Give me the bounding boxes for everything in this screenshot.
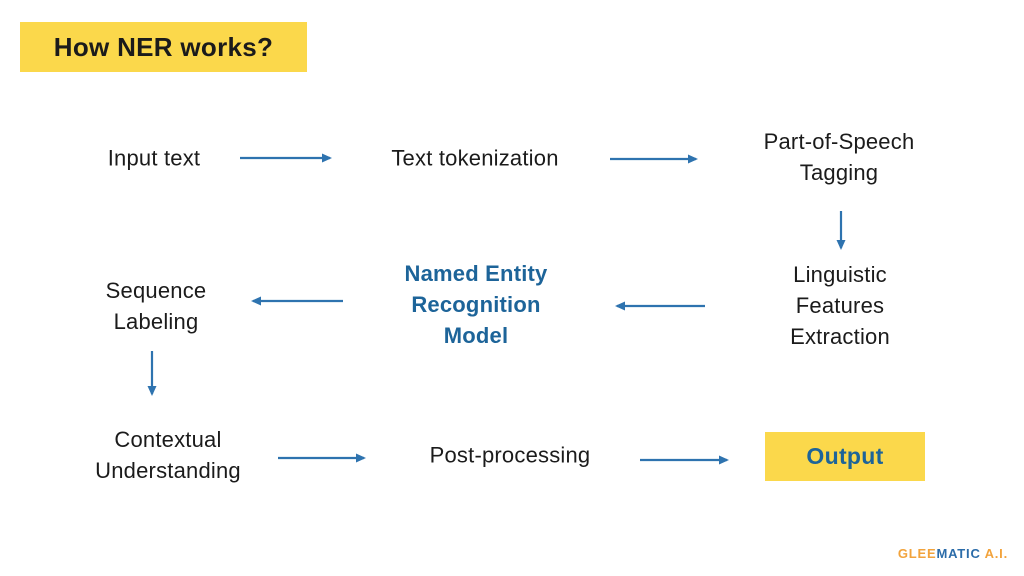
- logo-part-glee: GLEE: [897, 546, 937, 561]
- node-text-tokenization: Text tokenization: [391, 145, 559, 171]
- node-post-processing: Post-processing: [429, 442, 591, 468]
- title-box: How NER works?: [20, 22, 307, 72]
- output-label: Output: [806, 443, 884, 469]
- node-pos-tagging: Part-of-Speech Tagging: [763, 128, 915, 185]
- logo-part-matic: MATIC: [936, 546, 981, 561]
- node-linguistic-features: Linguistic Features Extraction: [790, 262, 890, 350]
- logo-part-ai: A.I.: [980, 546, 1008, 561]
- node-input-text: Input text: [107, 145, 201, 171]
- page-title: How NER works?: [53, 31, 274, 62]
- node-contextual-understanding: Contextual Understanding: [95, 426, 241, 483]
- logo-gleematic: GLEEMATIC A.I.: [898, 546, 1008, 561]
- node-ner-model: Named Entity Recognition Model: [404, 261, 548, 349]
- node-sequence-labeling: Sequence Labeling: [105, 277, 207, 334]
- node-output: Output: [765, 432, 925, 481]
